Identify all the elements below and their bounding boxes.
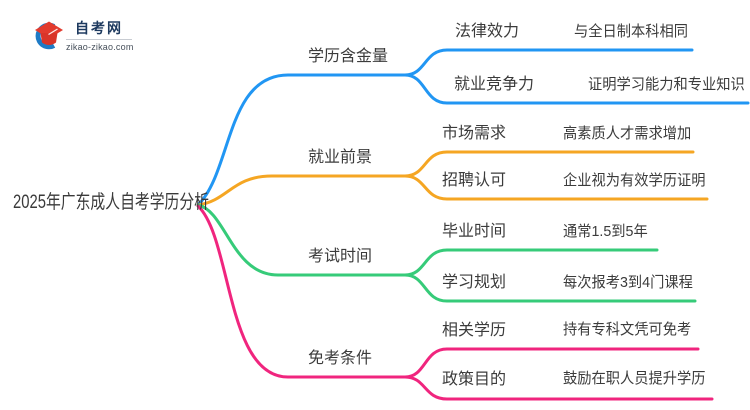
branch-2-child-0-leaf: 通常1.5到5年 bbox=[563, 223, 648, 240]
branch-0-main-line bbox=[196, 73, 407, 207]
branch-0-child-0-leaf: 与全日制本科相同 bbox=[574, 23, 689, 40]
branch-2-main-line bbox=[196, 203, 407, 277]
branch-2-child-0-label: 毕业时间 bbox=[442, 223, 507, 240]
site-name: 自考网 bbox=[75, 20, 123, 36]
branch-3-label: 免考条件 bbox=[308, 350, 373, 367]
branch-3-child-1-label: 政策目的 bbox=[442, 371, 507, 388]
branch-0-label: 学历含金量 bbox=[308, 48, 389, 65]
branch-1-child-0-label: 市场需求 bbox=[442, 125, 507, 142]
branch-3-child-1-leaf: 鼓励在职人员提升学历 bbox=[563, 370, 706, 387]
site-logo[interactable]: 自考网 zikao-zikao.com bbox=[30, 18, 140, 56]
branch-0-child-1-line bbox=[403, 73, 750, 105]
graduation-cap-icon bbox=[35, 21, 63, 50]
branch-0-child-1-leaf: 证明学习能力和专业知识 bbox=[588, 76, 745, 93]
branch-0-child-0-label: 法律效力 bbox=[455, 23, 520, 40]
branch-1-child-1-line bbox=[403, 174, 709, 201]
site-domain: zikao-zikao.com bbox=[66, 42, 134, 53]
branch-2-child-1-leaf: 每次报考3到4门课程 bbox=[563, 274, 693, 291]
branch-3-main-line bbox=[196, 204, 407, 379]
branch-1-child-0-line bbox=[403, 150, 695, 178]
root-node-title: 2025年广东成人自考学历分析 bbox=[13, 192, 209, 213]
branch-3-child-0-leaf: 持有专科文凭可免考 bbox=[563, 321, 692, 338]
branch-2-child-1-line bbox=[403, 273, 697, 303]
branch-2-child-1-label: 学习规划 bbox=[442, 274, 507, 291]
branch-0-child-1-label: 就业竞争力 bbox=[454, 76, 535, 93]
branch-3-child-1-line bbox=[403, 375, 714, 401]
branch-2-child-0-line bbox=[403, 248, 659, 277]
branch-1-child-0-leaf: 高素质人才需求增加 bbox=[563, 125, 692, 142]
branch-1-main-line bbox=[196, 174, 407, 207]
logo-text: 自考网 zikao-zikao.com bbox=[66, 20, 134, 53]
logo-divider bbox=[66, 39, 132, 41]
branch-1-child-1-leaf: 企业视为有效学历证明 bbox=[563, 172, 706, 189]
branch-1-label: 就业前景 bbox=[308, 149, 373, 166]
branch-3-child-0-label: 相关学历 bbox=[442, 322, 507, 339]
branch-1-child-1-label: 招聘认可 bbox=[442, 172, 507, 189]
branch-2-label: 考试时间 bbox=[308, 248, 373, 265]
branch-3-child-0-line bbox=[403, 347, 700, 379]
branch-0-child-0-line bbox=[403, 48, 694, 77]
